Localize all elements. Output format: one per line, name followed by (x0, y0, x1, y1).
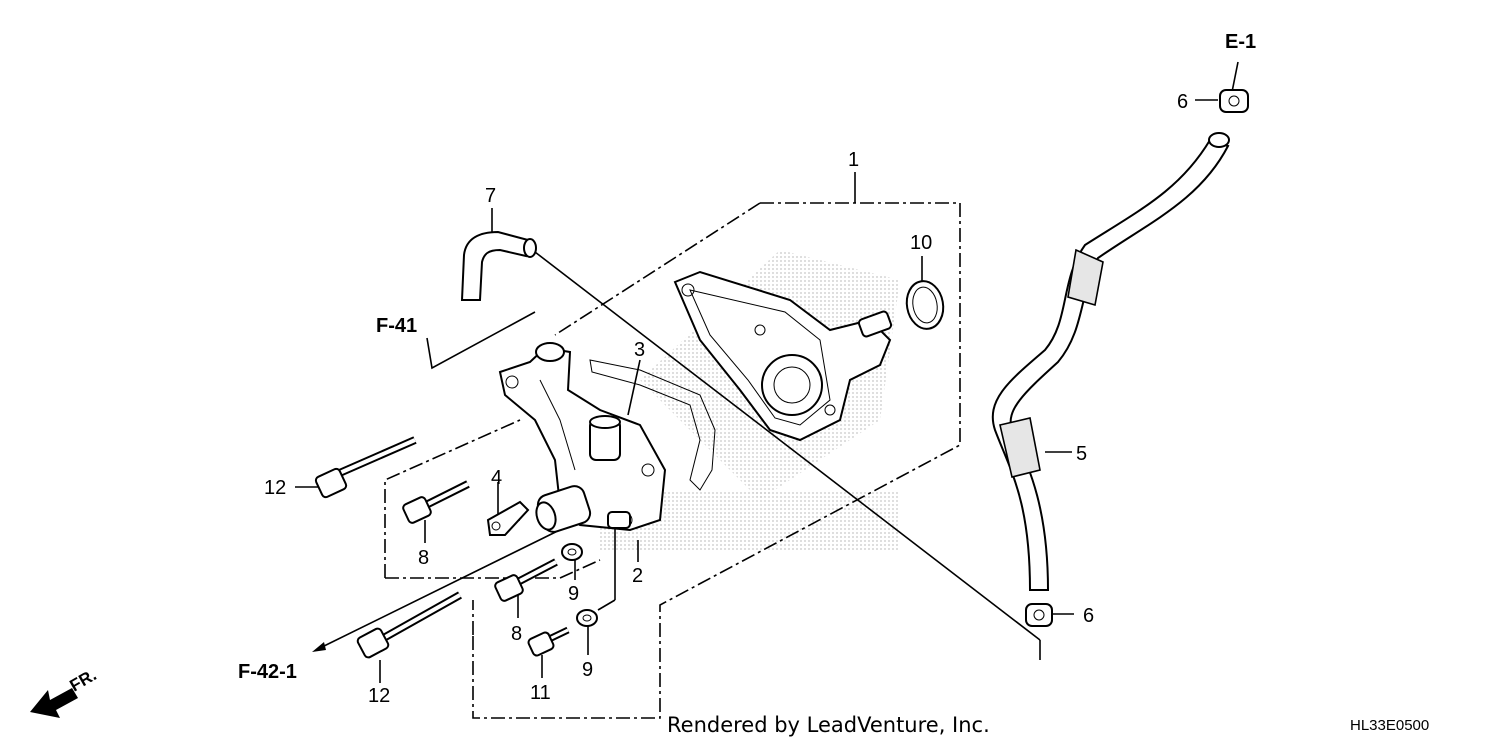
clamp-part-6-top (1219, 89, 1249, 113)
callout-1: 1 (848, 149, 859, 171)
callout-8-upper: 8 (418, 547, 429, 569)
callout-8-lower: 8 (511, 623, 522, 645)
ref-f-42-1: F-42-1 (238, 661, 297, 683)
leader-lines (295, 61, 1239, 683)
washer-part-9-lower (576, 609, 598, 627)
washer-part-9-upper (561, 543, 583, 561)
pump-cover (498, 342, 667, 533)
callout-6-top: 6 (1177, 91, 1188, 113)
water-pump-housing (673, 270, 893, 442)
bolt-part-12-upper (314, 436, 417, 499)
ref-f-41: F-41 (376, 315, 417, 337)
callout-10: 10 (910, 232, 932, 254)
callout-12-lower: 12 (368, 685, 390, 707)
callout-2: 2 (632, 565, 643, 587)
bolt-part-12-lower (356, 591, 462, 659)
o-ring-part-10 (905, 280, 945, 330)
hose-part-5 (991, 132, 1230, 591)
bolt-part-8-upper (402, 480, 470, 524)
callout-4: 4 (491, 467, 502, 489)
ref-e-1: E-1 (1225, 31, 1256, 53)
callout-3: 3 (634, 339, 645, 361)
callout-12-upper: 12 (264, 477, 286, 499)
hose-part-7 (460, 230, 537, 301)
diagram-code: HL33E0500 (1350, 717, 1429, 734)
gasket-part-3 (589, 359, 716, 491)
callout-6-bottom: 6 (1083, 605, 1094, 627)
assembly-outline (384, 202, 961, 719)
bracket-part-4 (486, 500, 530, 536)
callout-11: 11 (530, 682, 551, 704)
callout-7: 7 (485, 185, 496, 207)
render-credit: Rendered by LeadVenture, Inc. (667, 713, 990, 737)
bolt-part-8-lower (494, 558, 558, 602)
clamp-part-6-bottom (1025, 603, 1053, 627)
callout-9-lower: 9 (582, 659, 593, 681)
bolt-part-11 (527, 626, 570, 657)
front-arrow-icon (30, 688, 78, 718)
callout-5: 5 (1076, 443, 1087, 465)
part-2 (607, 511, 631, 529)
callout-9-upper: 9 (568, 583, 579, 605)
